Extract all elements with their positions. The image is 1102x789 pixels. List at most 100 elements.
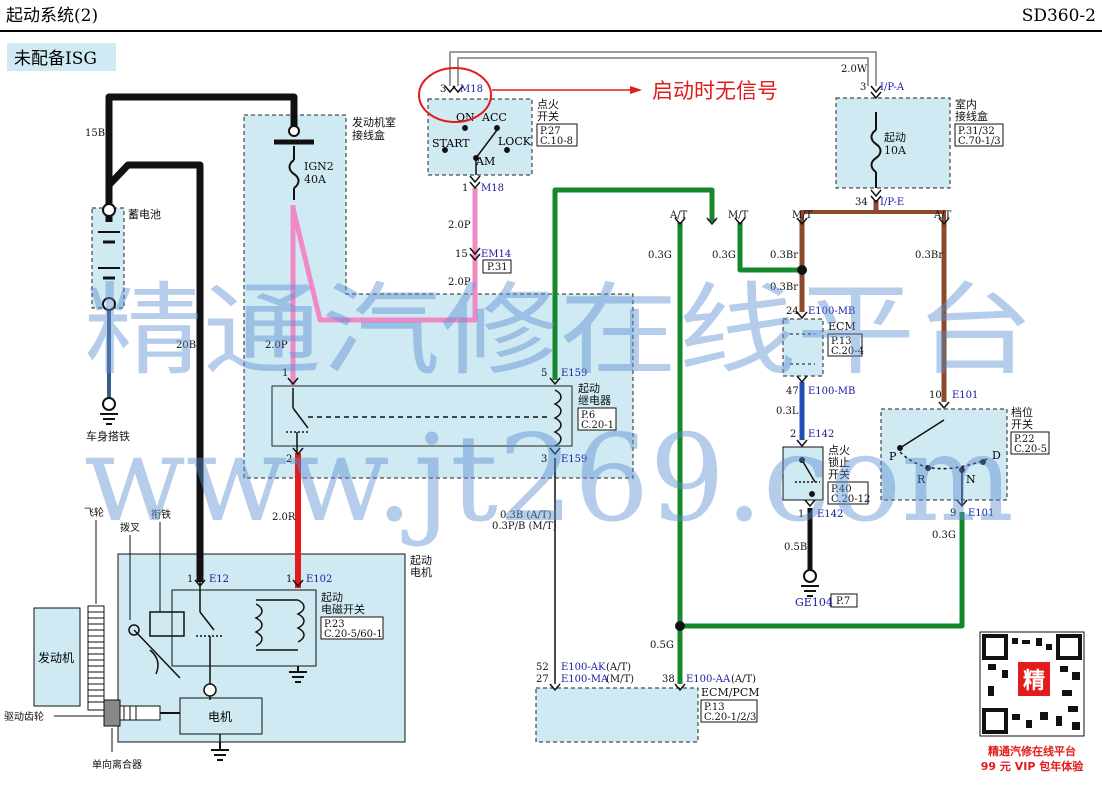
engine-box (33, 607, 81, 707)
wire-label-at-c: (A/T) (731, 674, 756, 685)
lock-switch-label-1: 点火 (828, 444, 850, 457)
ecm-pcm-ref-2: C.20-1/2/3 (704, 712, 756, 723)
em14-ref-box (482, 259, 512, 274)
indoor-box-label-1: 室内 (955, 97, 977, 111)
range-d: D (992, 449, 1001, 462)
ignition-switch-contacts (442, 125, 510, 175)
clutch-label: 单向离合器 (92, 758, 142, 771)
junction-green (675, 621, 685, 631)
solenoid-label-2: 电磁开关 (321, 602, 365, 616)
wire-label-03g-a: 0.3G (648, 250, 672, 261)
relay-ref-box (577, 407, 617, 431)
pin-e100mb-b: 47 (786, 386, 799, 397)
ecm-ref-2: C.20-4 (831, 346, 864, 357)
indoor-ref-box (954, 123, 1004, 147)
em14-ref: P.31 (487, 262, 508, 273)
conn-m18-bot: M18 (481, 183, 504, 194)
conn-e159-a: E159 (561, 368, 587, 379)
fork-label: 拨叉 (120, 521, 140, 534)
leader-lines (54, 520, 161, 752)
relay-ref-1: P.6 (581, 410, 595, 421)
wire-label-05g: 0.5G (650, 640, 674, 651)
wire-label-03br-a: 0.3Br (770, 250, 798, 261)
promo-qr-char: 精 (1023, 668, 1045, 694)
lock-switch-contacts (795, 457, 820, 497)
wire-20b (105, 161, 204, 582)
annotation-circle (418, 67, 492, 123)
conn-e142-a: E142 (808, 429, 834, 440)
ign2-fuse-label-2: 40A (304, 173, 327, 186)
wire-label-mt-b: M/T (792, 210, 813, 221)
ge104-ref: P.7 (836, 596, 850, 607)
promo-qr-code: 精 (979, 631, 1085, 737)
page-title: 起动系统(2) (6, 6, 98, 26)
ign-switch-label-1: 点火 (537, 98, 559, 111)
pin-e101-b: 9 (950, 508, 956, 519)
wire-label-at-d: (A/T) (606, 662, 631, 673)
conn-e100mb-b: E100-MB (808, 386, 855, 397)
range-p: P (889, 450, 897, 463)
wire-label-03l: 0.3L (776, 406, 799, 417)
flywheel-label: 飞轮 (84, 506, 104, 519)
wire-label-03b-at: 0.3B (A/T) (500, 510, 552, 521)
conn-ipa: I/P-A (880, 82, 905, 93)
starter-internals (128, 582, 305, 742)
ecm-pcm-ref-box (700, 699, 758, 723)
solenoid-label-1: 起动 (321, 591, 343, 604)
range-switch-contacts (897, 419, 991, 505)
watermark-line-1: 精通汽修在线平台 (84, 272, 1034, 389)
conn-e12: E12 (209, 574, 229, 585)
wire-label-03g-c: 0.3G (932, 530, 956, 541)
pin-e12: 1 (187, 574, 193, 585)
wire-label-20r: 2.0R (272, 512, 296, 523)
motor-label: 电机 (208, 710, 232, 724)
battery-box (91, 207, 125, 309)
pin-relay-2: 2 (286, 454, 292, 465)
range-n: N (966, 473, 976, 486)
ecm-internals (790, 333, 815, 365)
watermark: 精通汽修在线平台 www.jt269.com (84, 272, 1034, 549)
pin-e100mb-a: 24 (786, 306, 799, 317)
solenoid-ref-box (320, 616, 384, 640)
ign2-fuse-label-1: IGN2 (304, 160, 334, 173)
wire-label-15b: 15B (85, 128, 105, 139)
range-switch-box (880, 408, 1008, 501)
range-r: R (917, 473, 926, 486)
range-ref-2: C.20-5 (1014, 444, 1047, 455)
body-ground-label: 车身搭铁 (86, 429, 130, 443)
conn-e100ma: E100-MA (561, 674, 609, 685)
conn-e142-b: E142 (817, 509, 843, 520)
wire-label-20w: 2.0W (841, 64, 868, 75)
wire-label-mt-a: M/T (728, 210, 749, 221)
range-ref-1: P.22 (1014, 434, 1035, 445)
junction-brown (797, 265, 807, 275)
wire-green-mt (737, 222, 802, 273)
lock-ref-1: P.40 (831, 484, 852, 495)
wire-green-relay (552, 187, 715, 380)
battery-symbol (98, 203, 120, 311)
pin-e100ma: 27 (536, 674, 549, 685)
variant-label-bg (7, 43, 116, 71)
ground-symbols (100, 397, 819, 761)
battery-label: 蓄电池 (128, 208, 161, 221)
start-relay-box (271, 385, 573, 447)
pin-e100ak: 52 (536, 662, 549, 673)
ecm-ref-box (827, 333, 863, 357)
promo-line-1: 精通汽修在线平台 (988, 744, 1076, 758)
ecm-box (782, 318, 824, 377)
ign2-fuse-symbol (274, 125, 314, 200)
indoor-box-label-2: 接线盒 (955, 109, 988, 123)
wire-brown-split (800, 210, 946, 222)
start-fuse-symbol (870, 112, 882, 188)
conn-m18-top: M18 (460, 84, 483, 95)
lock-switch-box (782, 446, 824, 501)
solenoid-box (171, 589, 317, 667)
watermark-line-2: www.jt269.com (84, 410, 1014, 549)
core-label: 衔铁 (151, 508, 171, 521)
conn-em14: EM14 (481, 249, 511, 260)
ecm-ref-1: P.13 (831, 336, 852, 347)
wire-2w-b (457, 57, 869, 86)
pin-e102: 1 (286, 574, 292, 585)
ge104-ref-box (830, 593, 858, 608)
conn-e100mb-a: E100-MB (808, 306, 855, 317)
